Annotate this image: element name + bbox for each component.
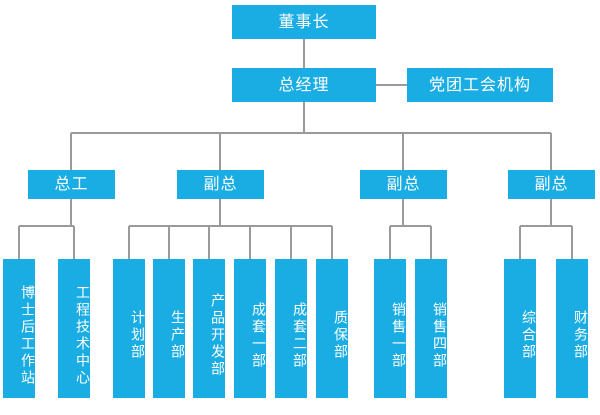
node-deputy-gm-1[interactable]: 副总: [177, 170, 264, 199]
node-deputy-gm-2[interactable]: 副总: [360, 170, 447, 199]
node-sales-department-1[interactable]: 销售一部: [374, 259, 406, 398]
node-production-department[interactable]: 生产部: [153, 259, 185, 398]
node-engineering-technology-center[interactable]: 工程技术中心: [58, 259, 90, 398]
node-complete-set-department-2[interactable]: 成套二部: [275, 259, 307, 398]
node-complete-set-department-1[interactable]: 成套一部: [234, 259, 266, 398]
node-planning-department[interactable]: 计划部: [113, 259, 145, 398]
node-finance-department[interactable]: 财务部: [556, 259, 588, 398]
node-sales-department-4[interactable]: 销售四部: [415, 259, 447, 398]
node-party-union-organization[interactable]: 党团工会机构: [407, 68, 553, 102]
node-general-manager[interactable]: 总经理: [232, 68, 376, 102]
node-chairman[interactable]: 董事长: [232, 5, 376, 39]
node-deputy-gm-3[interactable]: 副总: [508, 170, 595, 199]
node-general-affairs-department[interactable]: 综合部: [504, 259, 536, 398]
node-chief-engineer[interactable]: 总工: [28, 170, 115, 199]
node-postdoctoral-workstation[interactable]: 博士后工作站: [3, 259, 35, 398]
node-product-development-department[interactable]: 产品开发部: [193, 259, 225, 398]
node-quality-assurance-department[interactable]: 质保部: [316, 259, 348, 398]
